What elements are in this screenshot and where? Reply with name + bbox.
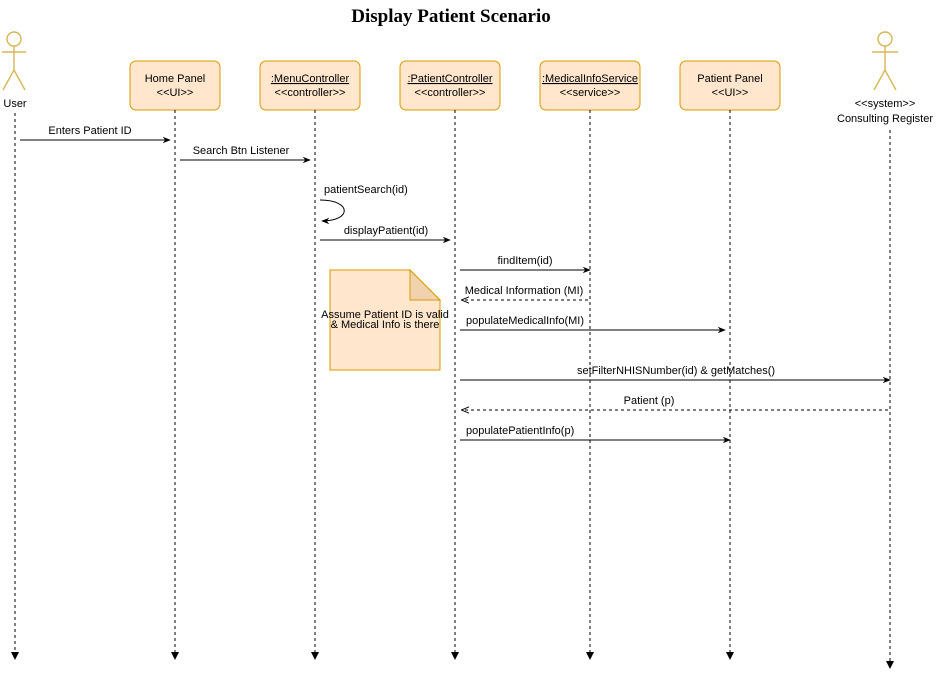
actor-consulting-register: <<system>> Consulting Register — [837, 31, 933, 125]
home-panel-stereotype: <<UI>> — [157, 87, 194, 99]
patient-controller-stereotype: <<controller>> — [415, 87, 486, 99]
user-label: User — [3, 98, 27, 110]
actor-user: User — [2, 31, 27, 110]
participant-menu-controller: :MenuController <<controller>> — [259, 60, 361, 111]
lifeline-end-arrow-icon — [886, 661, 894, 669]
message-populate-medical-info: populateMedicalInfo(MI) — [460, 315, 726, 334]
message-display-patient: displayPatient(id) — [320, 225, 451, 244]
message-label: Search Btn Listener — [193, 145, 290, 157]
lifeline-end-arrow-icon — [451, 652, 459, 660]
note-line-1: Assume Patient ID is valid — [321, 309, 449, 321]
participant-patient-controller: :PatientController <<controller>> — [399, 60, 501, 111]
message-populate-patient-info: populatePatientInfo(p) — [460, 425, 731, 444]
lifeline-end-arrow-icon — [586, 652, 594, 660]
participant-home-panel: Home Panel <<UI>> — [129, 60, 221, 111]
message-label: populateMedicalInfo(MI) — [466, 315, 584, 327]
lifeline-end-arrow-icon — [171, 652, 179, 660]
register-stereotype: <<system>> — [855, 98, 916, 110]
patient-panel-stereotype: <<UI>> — [712, 87, 749, 99]
medical-info-service-name: :MedicalInfoService — [542, 73, 638, 85]
message-set-filter-get-matches: setFilterNHISNumber(id) & getMatches() — [460, 365, 891, 384]
menu-controller-name: :MenuController — [271, 73, 350, 85]
message-search-btn-listener: Search Btn Listener — [180, 145, 311, 164]
message-label: findItem(id) — [497, 255, 552, 267]
participant-medical-info-service: :MedicalInfoService <<service>> — [539, 60, 641, 111]
patient-controller-name: :PatientController — [408, 73, 493, 85]
assumption-note: Assume Patient ID is valid & Medical Inf… — [321, 268, 449, 371]
register-label: Consulting Register — [837, 113, 933, 125]
lifeline-end-arrow-icon — [11, 652, 19, 660]
menu-controller-stereotype: <<controller>> — [275, 87, 346, 99]
message-label: setFilterNHISNumber(id) & getMatches() — [577, 365, 775, 377]
message-label: displayPatient(id) — [344, 225, 428, 237]
message-medical-information-return: Medical Information (MI) — [462, 285, 588, 300]
lifeline-end-arrow-icon — [726, 652, 734, 660]
note-line-2: & Medical Info is there — [331, 319, 440, 331]
note-fold-icon — [409, 268, 442, 301]
patient-panel-name: Patient Panel — [697, 73, 762, 85]
diagram-title: Display Patient Scenario — [351, 6, 551, 27]
home-panel-name: Home Panel — [145, 73, 206, 85]
message-find-item: findItem(id) — [460, 255, 591, 274]
message-label: populatePatientInfo(p) — [466, 425, 574, 437]
register-actor-icon — [872, 31, 898, 91]
message-label: Enters Patient ID — [48, 125, 131, 137]
message-patient-return: Patient (p) — [462, 395, 888, 410]
participant-patient-panel: Patient Panel <<UI>> — [679, 60, 781, 111]
lifeline-end-arrow-icon — [311, 652, 319, 660]
message-label: Medical Information (MI) — [465, 285, 584, 297]
user-actor-icon — [2, 31, 26, 91]
medical-info-service-stereotype: <<service>> — [560, 87, 621, 99]
message-label: Patient (p) — [624, 395, 675, 407]
message-patient-search: patientSearch(id) — [319, 184, 408, 225]
message-enters-patient-id: Enters Patient ID — [20, 125, 171, 144]
message-label: patientSearch(id) — [324, 184, 408, 196]
